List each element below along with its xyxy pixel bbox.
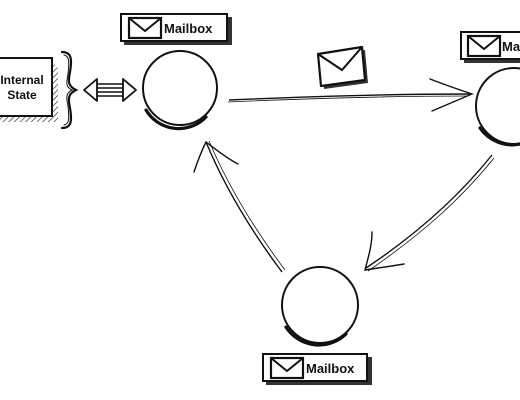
mailbox-label-text: Mailbox <box>306 361 355 376</box>
envelope-icon <box>127 16 163 40</box>
message-arrow-left-to-right <box>227 78 474 112</box>
message-arrow-right-to-bottom <box>364 154 495 272</box>
internal-state-line2: State <box>7 88 37 102</box>
actor-circle-left <box>142 50 218 131</box>
mailbox-label-text: Ma <box>502 39 520 54</box>
actor-circle-right <box>475 67 520 147</box>
internal-state-line1: Internal <box>0 73 43 87</box>
mailbox-label-bottom: Mailbox <box>262 353 372 385</box>
message-envelope-icon <box>316 45 368 89</box>
envelope-icon <box>269 356 305 380</box>
envelope-icon <box>466 34 502 58</box>
mailbox-label-text: Mailbox <box>164 21 213 36</box>
mailbox-label-right: Ma <box>460 31 520 63</box>
internal-state-box: Internal State <box>0 57 58 122</box>
double-arrow-icon <box>83 78 137 102</box>
message-arrow-bottom-to-left <box>193 140 286 273</box>
curly-brace-icon <box>60 50 79 130</box>
actor-circle-bottom <box>281 266 359 347</box>
mailbox-label-left: Mailbox <box>120 13 232 45</box>
